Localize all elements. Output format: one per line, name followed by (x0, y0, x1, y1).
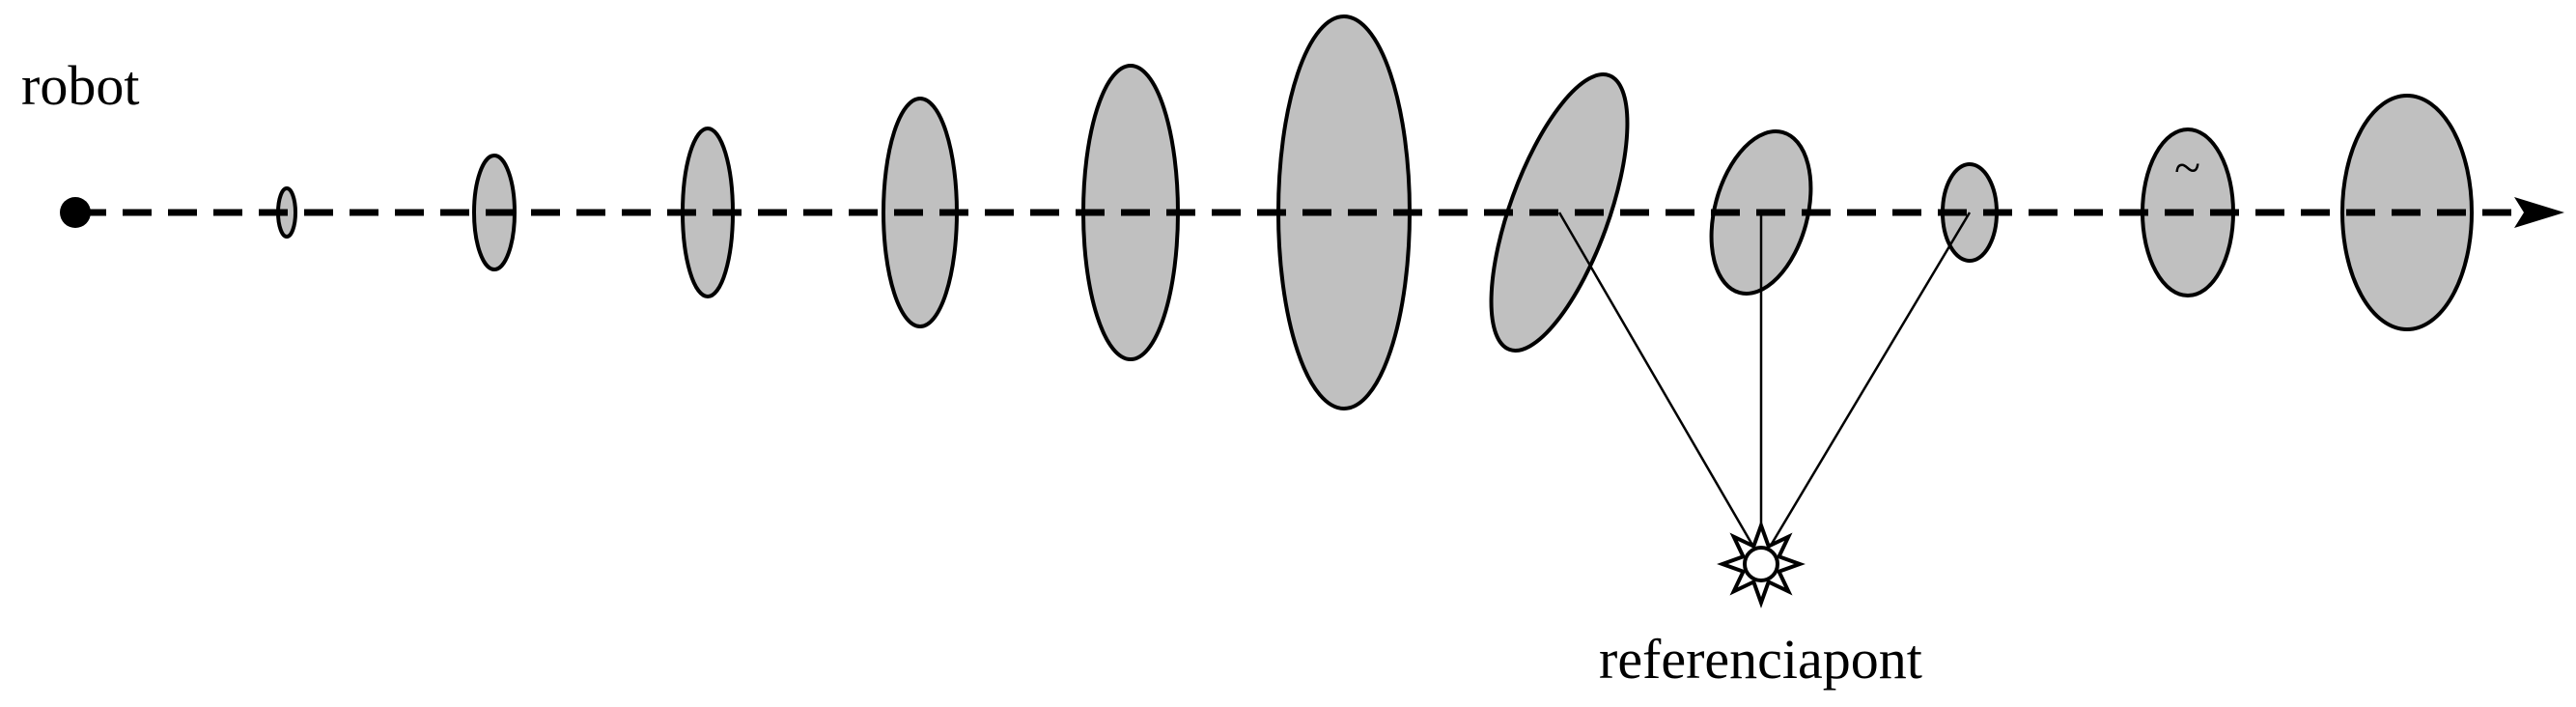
uncertainty-ellipses (276, 14, 2474, 410)
observation-line (1557, 212, 1762, 559)
observation-line (1761, 212, 1972, 559)
reference-point-star-icon (1717, 520, 1806, 608)
robot-label: robot (21, 54, 140, 117)
reference-point-label: referenciapont (1599, 628, 1922, 691)
tilde-mark: ~ (2174, 140, 2201, 194)
uncertainty-ellipse (1276, 14, 1412, 410)
arrowhead-icon (2514, 197, 2564, 228)
reference-observation-lines (1557, 212, 1972, 559)
robot-marker-icon (60, 197, 91, 228)
